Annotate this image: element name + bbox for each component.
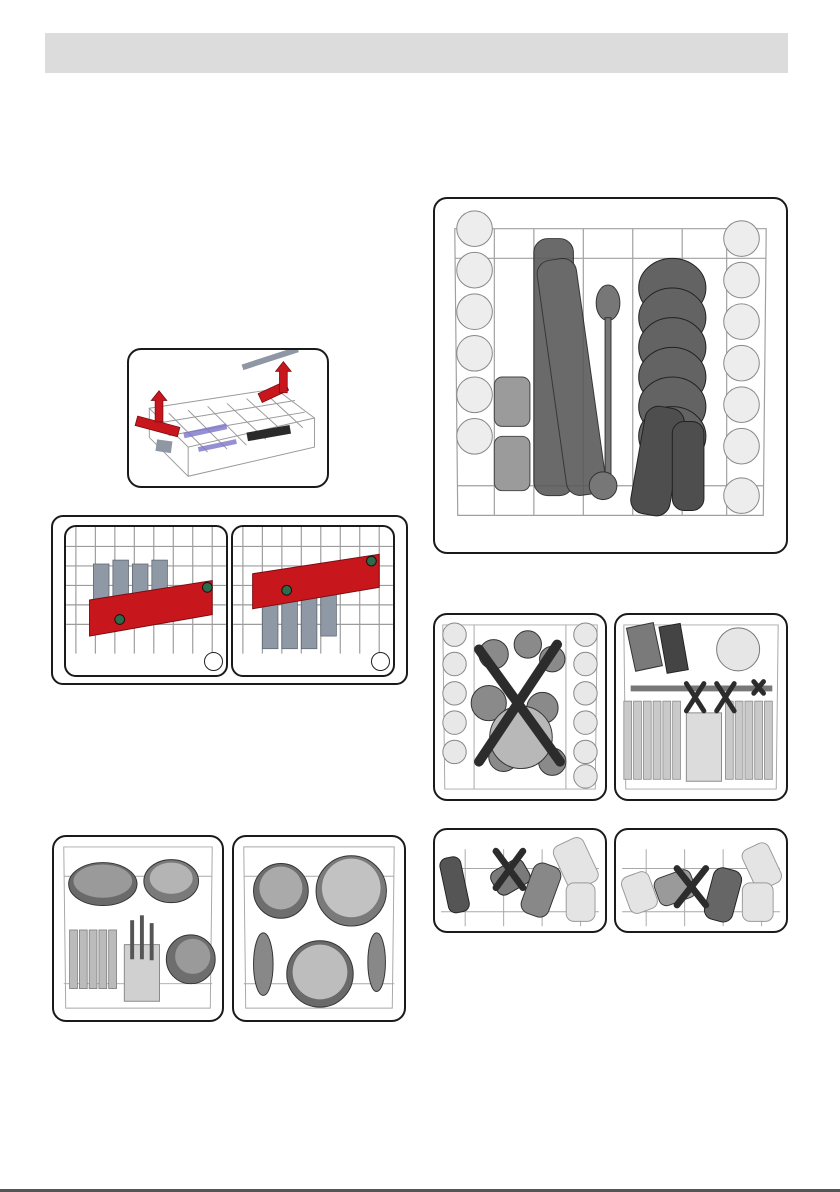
lower-basket-pans-plates-figure [52, 835, 224, 1022]
wrong-cups-illustration [435, 615, 605, 799]
wrong-loading-glasses-1-figure [433, 828, 607, 933]
wrong-glasses-1-illustration [435, 830, 605, 931]
pots-illustration [234, 837, 404, 1020]
rack-folded-illustration [66, 527, 226, 675]
rack-position-1-figure [64, 525, 228, 677]
lower-basket-pots-figure [232, 835, 406, 1022]
wrong-loading-cups-figure [433, 613, 607, 801]
wrong-loading-plates-figure [614, 613, 788, 801]
rack-lift-illustration [129, 350, 327, 486]
rack-position-2-figure [231, 525, 395, 677]
rack-raised-illustration [233, 527, 393, 675]
wrong-plates-illustration [616, 615, 786, 799]
wrong-glasses-2-illustration [616, 830, 786, 931]
header-bar [45, 33, 788, 73]
upper-basket-racks-figure [127, 348, 329, 488]
step-marker-1 [204, 652, 223, 671]
upper-basket-loaded-figure [433, 197, 788, 554]
step-marker-2 [371, 652, 390, 671]
pans-plates-illustration [54, 837, 222, 1020]
cups-glasses-plates-illustration [435, 199, 786, 552]
wrong-loading-glasses-2-figure [614, 828, 788, 933]
